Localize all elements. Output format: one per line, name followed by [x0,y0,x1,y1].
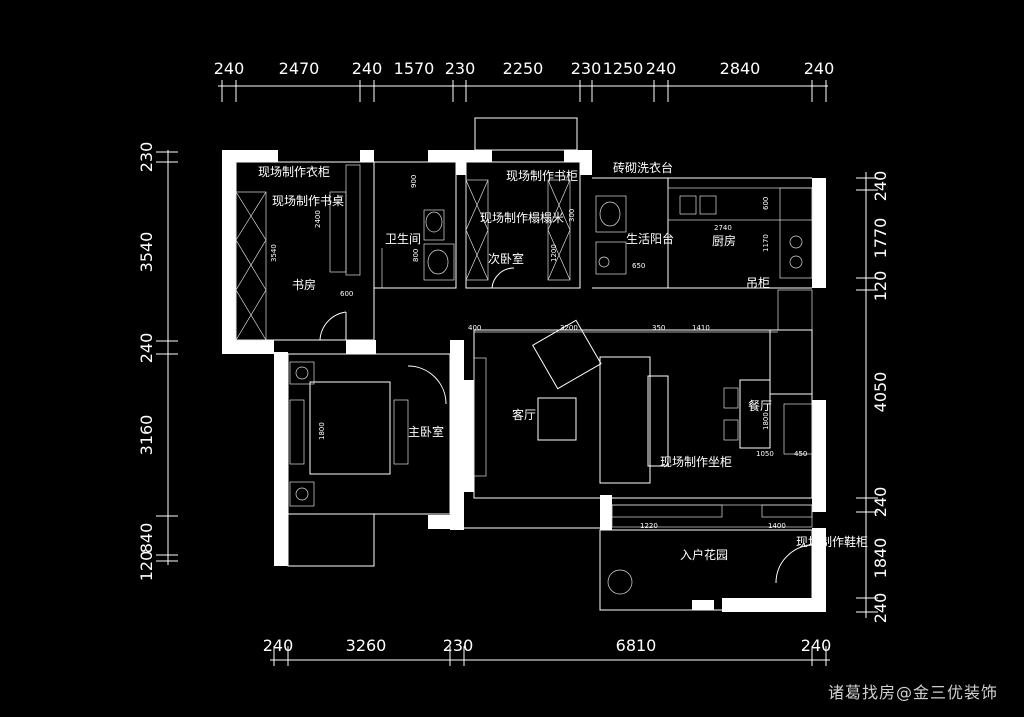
label-kitchen: 厨房 [712,233,736,248]
dim-right-2: 120 [871,271,890,302]
dim-bottom-1: 3260 [346,636,387,655]
dim-bottom-2: 230 [443,636,474,655]
dim-top-7: 1250 [603,59,644,78]
top-dimension-chain: 240 2470 240 1570 230 2250 230 1250 240 … [214,59,835,102]
dim-top-9: 2840 [720,59,761,78]
bottom-dimension-chain: 240 3260 230 6810 240 [263,636,832,666]
label-sink: 砖砌洗衣台 [613,160,673,175]
label-bathroom: 卫生间 [385,232,421,246]
inner-dim-17: 600 [340,290,353,298]
dim-left-2: 240 [137,333,156,364]
inner-dim-3: 1410 [692,324,710,332]
label-second-bedroom: 次卧室 [488,251,524,266]
inner-dim-15: 3540 [270,244,278,262]
inner-dim-20: 300 [568,209,576,222]
inner-dim-5: 1800 [762,412,770,430]
dim-right-6: 240 [871,593,890,624]
dim-right-1: 1770 [871,218,890,259]
inner-dim-1: 3200 [560,324,578,332]
inner-dim-18: 800 [412,249,420,262]
watermark: 诸葛找房@金三优装饰 [827,683,998,702]
furniture [235,164,813,610]
label-seat-cabinet: 现场制作坐柜 [660,455,732,469]
label-living: 客厅 [512,407,536,422]
dim-left-5: 120 [137,551,156,582]
dim-top-6: 230 [571,59,602,78]
label-shoe-cabinet: 现场制作鞋柜 [796,534,868,549]
outlines [235,117,813,611]
dim-right-0: 240 [871,171,890,202]
inner-dim-4: 1800 [318,422,326,440]
inner-dim-11: 600 [762,197,770,210]
dim-top-1: 2470 [279,59,320,78]
label-bookcase: 现场制作书柜 [506,169,578,183]
inner-dim-14: 2400 [314,210,322,228]
walls [222,150,826,612]
inner-dim-8: 1220 [640,522,658,530]
left-dimension-chain: 230 3540 240 3160 840 120 [137,142,178,582]
label-wardrobe: 现场制作衣柜 [258,164,330,179]
inner-dim-12: 1170 [762,234,770,252]
label-hanging: 吊柜 [746,276,770,290]
inner-dim-0: 400 [468,324,481,332]
dim-left-3: 3160 [137,415,156,456]
inner-dimensions: 400 3200 350 1410 1800 1800 1050 450 122… [270,175,807,530]
dim-left-0: 230 [137,142,156,173]
label-desk: 现场制作书桌 [272,194,344,208]
dim-top-5: 2250 [503,59,544,78]
inner-dim-7: 450 [794,450,807,458]
dim-top-10: 240 [804,59,835,78]
inner-dim-6: 1050 [756,450,774,458]
dim-top-3: 1570 [394,59,435,78]
dim-bottom-4: 240 [801,636,832,655]
inner-dim-19: 1200 [550,244,558,262]
label-dining: 餐厅 [748,398,772,413]
right-dimension-chain: 240 1770 120 4050 240 1840 240 [856,171,890,624]
dim-bottom-0: 240 [263,636,294,655]
dim-right-4: 240 [871,487,890,518]
label-garden: 入户花园 [680,547,728,562]
dim-top-4: 230 [445,59,476,78]
dim-top-2: 240 [352,59,383,78]
inner-dim-10: 2740 [714,224,732,232]
room-labels: 现场制作衣柜 现场制作书桌 书房 卫生间 现场制作书柜 现场制作榻榻米 次卧室 … [258,160,868,562]
label-study: 书房 [292,277,316,292]
dim-left-4: 840 [137,523,156,554]
dim-right-5: 1840 [871,538,890,579]
dim-bottom-3: 6810 [616,636,657,655]
inner-dim-16: 900 [410,175,418,188]
inner-dim-9: 1400 [768,522,786,530]
inner-dim-2: 350 [652,324,665,332]
dim-top-8: 240 [646,59,677,78]
label-balcony: 生活阳台 [626,231,674,246]
label-master: 主卧室 [408,424,444,439]
dim-top-0: 240 [214,59,245,78]
label-tatami: 现场制作榻榻米 [480,211,564,225]
dim-right-3: 4050 [871,372,890,413]
dim-left-1: 3540 [137,232,156,273]
inner-dim-13: 650 [632,262,645,270]
